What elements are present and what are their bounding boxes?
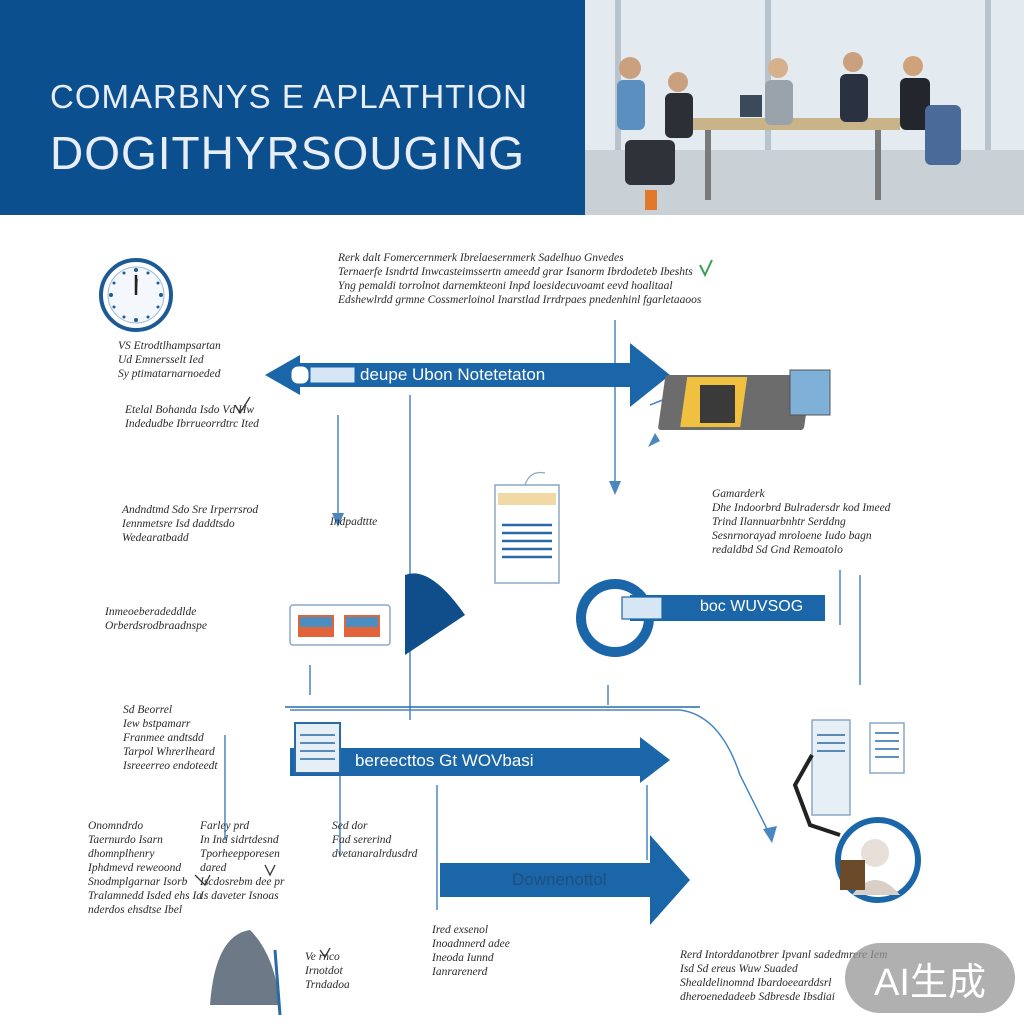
- note-top-center: Rerk dalt Fomercernmerk Ibrelaesernmerk …: [338, 252, 702, 306]
- device-icon: [210, 930, 282, 1016]
- middle-right-arrow-label: boc WUVSOG: [700, 598, 804, 615]
- report-documents-icon: [792, 719, 905, 837]
- note-bottom-right: Rerd Intorddanotbrer Ipvanl sadedmrere I…: [680, 949, 888, 1003]
- bottom-arrow-label: Downenottol: [512, 870, 607, 889]
- clock-icon: [99, 258, 173, 332]
- header-title-line-1: COMARBNYS E APLATHTION: [50, 78, 528, 115]
- half-circle-shape: [405, 573, 465, 655]
- check-icon: [319, 947, 331, 959]
- note-center-small: Indpadttte: [330, 516, 378, 528]
- header-banner: COMARBNYS E APLATHTION DOGITHYRSOUGING: [0, 0, 1024, 215]
- diagram-graphics: [99, 258, 921, 1016]
- data-block-icon: [289, 604, 391, 646]
- top-arrow-label: deupe Ubon Notetetaton: [360, 365, 546, 384]
- header-title-band: COMARBNYS E APLATHTION DOGITHYRSOUGING: [0, 0, 585, 215]
- check-icon: [234, 396, 251, 415]
- check-icon: [194, 874, 211, 887]
- green-check-icon: [699, 259, 713, 278]
- header-title-line-2: DOGITHYRSOUGING: [50, 127, 526, 179]
- meeting-photo: [585, 0, 1024, 215]
- connector-curve: [620, 709, 771, 836]
- header-title: COMARBNYS E APLATHTION DOGITHYRSOUGING: [50, 78, 528, 180]
- ai-generated-badge: AI生成: [845, 943, 1015, 1013]
- connector-arrowhead: [609, 481, 621, 495]
- process-diagram: deupe Ubon Notetetaton boc WUVSOG bereec…: [0, 215, 1024, 1024]
- connector-arrowhead: [332, 513, 344, 527]
- lower-process-arrow: [285, 706, 700, 783]
- bottom-process-arrow: [440, 835, 690, 925]
- person-avatar-icon: [835, 817, 921, 903]
- lower-arrow-label: bereecttos Gt WOVbasi: [355, 751, 534, 770]
- connector-arrowhead: [648, 433, 660, 447]
- meeting-photo-illustration: [585, 0, 1024, 215]
- check-icon: [264, 864, 276, 877]
- document-icon: [494, 471, 560, 584]
- connector-arrowhead: [763, 826, 777, 843]
- middle-right-process-arrow: [576, 579, 825, 657]
- tablet-device-icon: [658, 369, 831, 430]
- top-process-arrow: [265, 343, 670, 407]
